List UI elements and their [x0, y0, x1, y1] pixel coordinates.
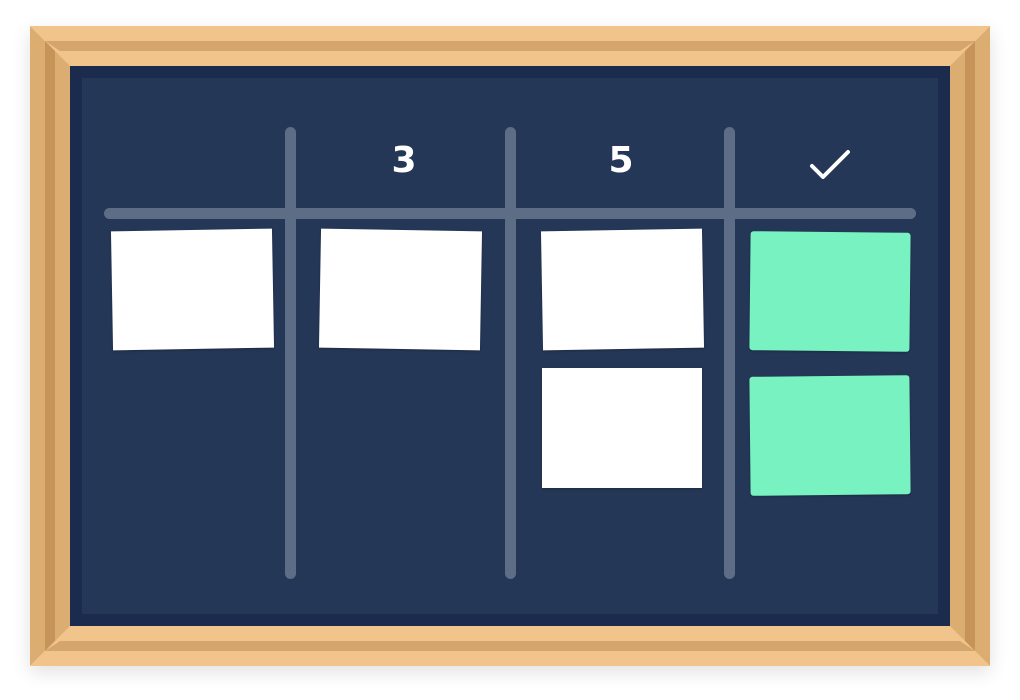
card-col5-1[interactable] — [540, 228, 705, 351]
column-header-3: 3 — [391, 140, 417, 181]
checkmark-icon — [810, 150, 850, 179]
wooden-frame — [30, 26, 990, 666]
card-todo-1[interactable] — [110, 228, 275, 351]
column-divider-1 — [285, 127, 296, 579]
column-header-5: 5 — [608, 140, 634, 181]
card-col5-2[interactable] — [542, 368, 702, 488]
column-divider-2 — [505, 127, 516, 579]
card-done-2[interactable] — [749, 375, 911, 496]
column-divider-3 — [724, 127, 735, 579]
card-done-1[interactable] — [749, 231, 911, 352]
card-col3-1[interactable] — [318, 228, 483, 351]
